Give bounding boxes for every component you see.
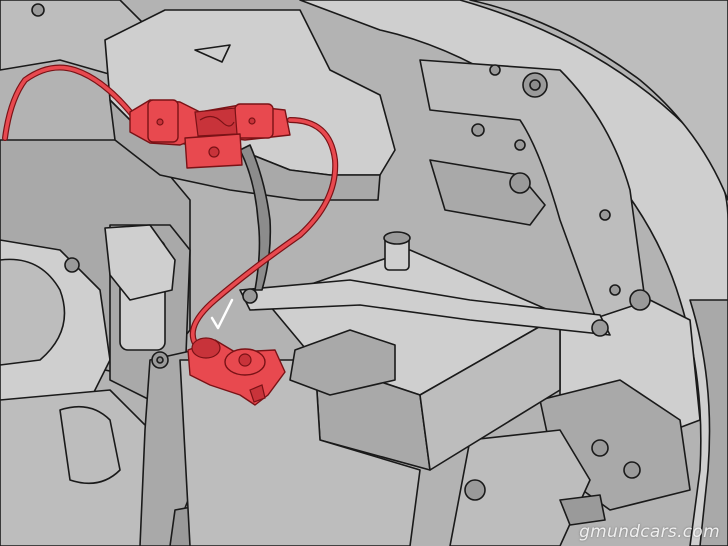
battery-hold-down-bar bbox=[239, 279, 611, 337]
small-bolt bbox=[151, 351, 169, 369]
radiator-support bbox=[419, 59, 701, 546]
watermark-text: gmundcars.com bbox=[579, 522, 720, 542]
battery-terminal-clamp bbox=[187, 337, 286, 406]
left-bracket bbox=[104, 224, 176, 301]
fuse-wire bbox=[2, 64, 339, 353]
harness-cable bbox=[239, 144, 272, 291]
check-mark-icon bbox=[210, 298, 234, 330]
inline-fuse-holder bbox=[129, 99, 291, 169]
